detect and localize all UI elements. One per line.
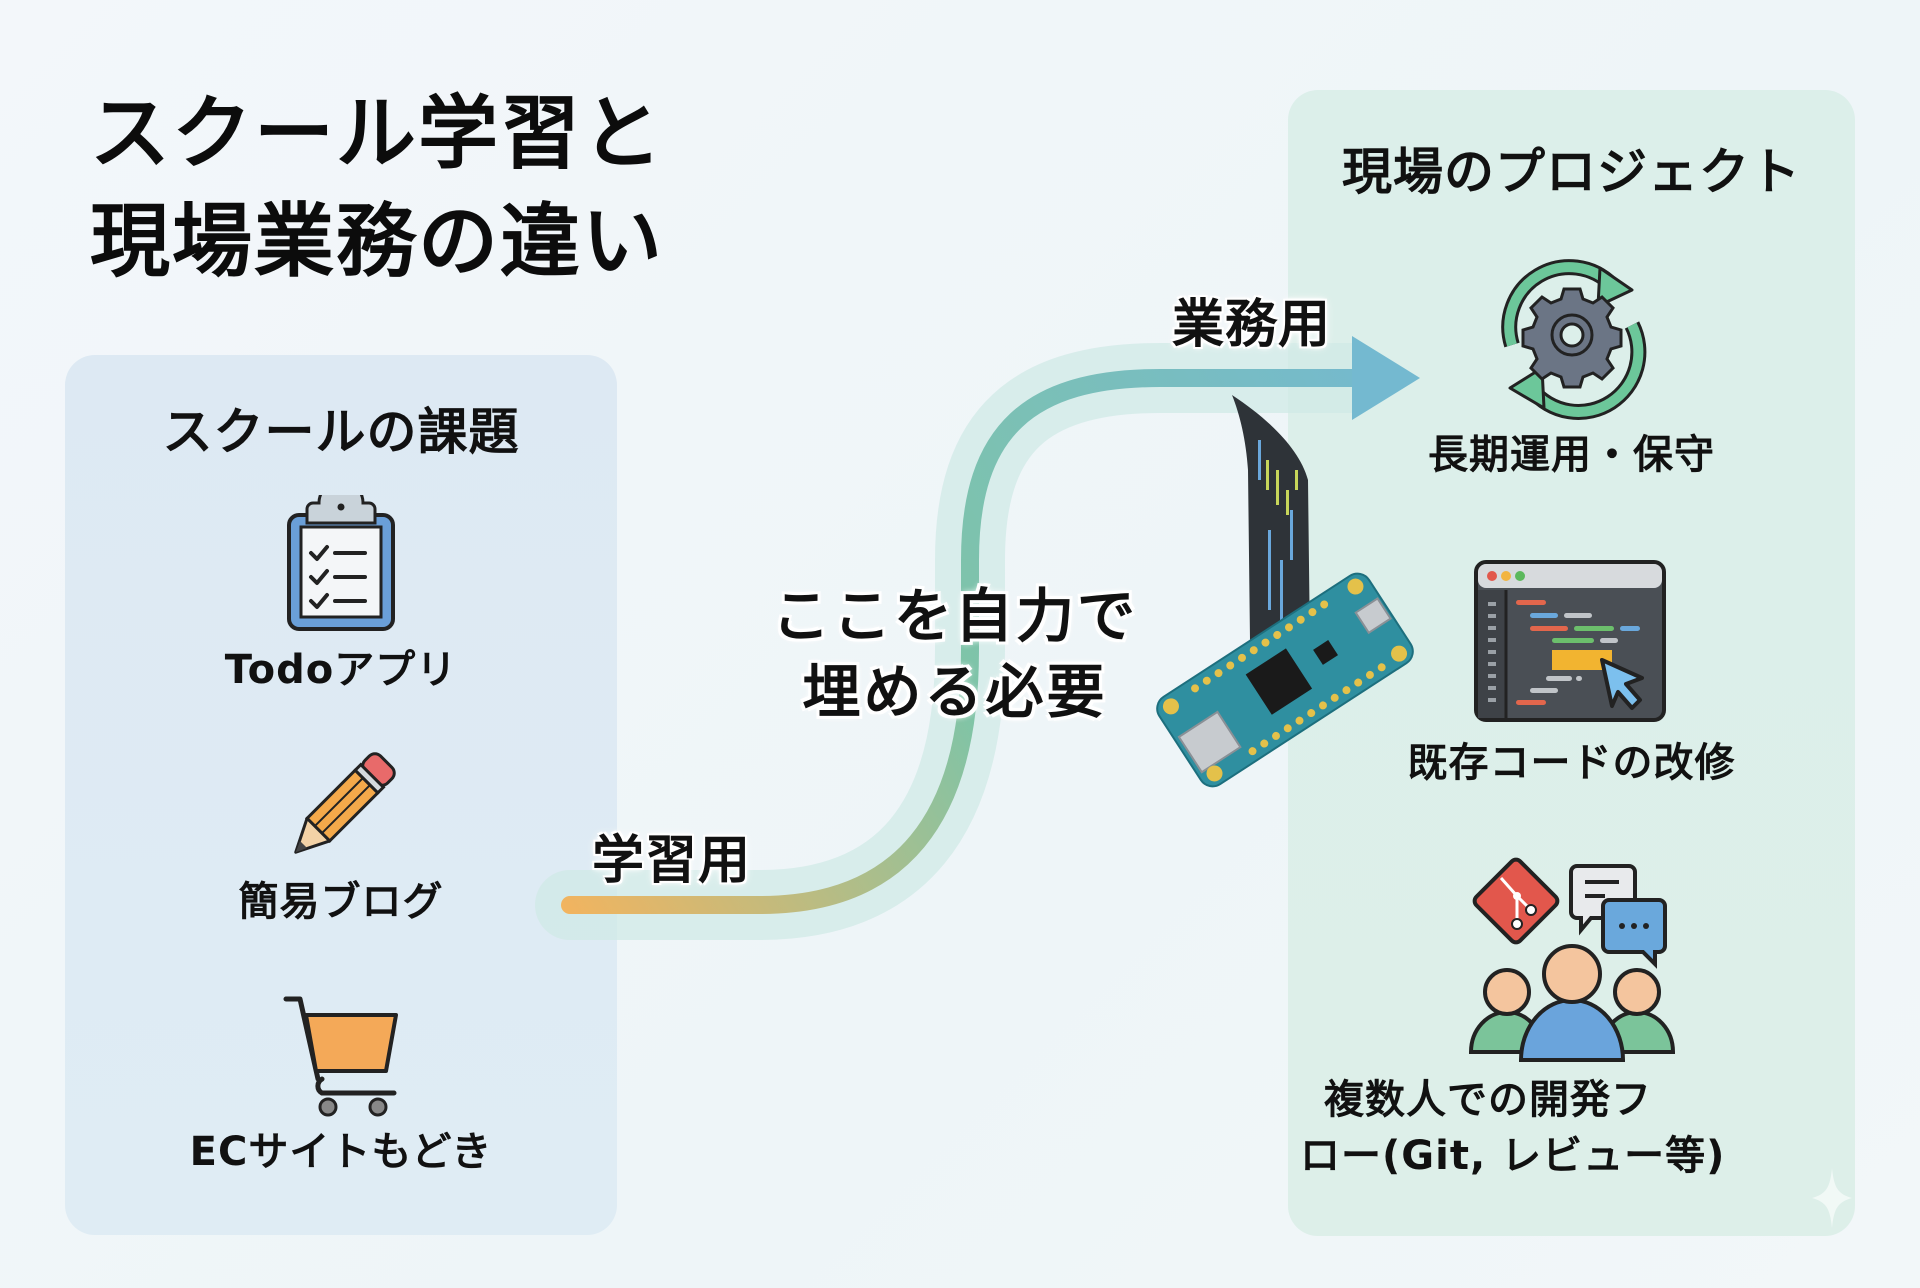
learning-use-label: 学習用 bbox=[592, 831, 752, 891]
school-item-label: 簡易ブログ bbox=[238, 879, 444, 925]
sparkle-watermark-icon bbox=[1812, 1168, 1852, 1228]
microcontroller-board-illustration bbox=[1156, 395, 1414, 788]
git-logo-icon bbox=[1472, 857, 1559, 945]
shopping-cart-icon bbox=[283, 996, 398, 1117]
school-panel-heading: スクールの課題 bbox=[162, 403, 520, 461]
workplace-panel-heading: 現場のプロジェクト bbox=[1342, 143, 1801, 201]
gear-cycle-icon bbox=[1500, 259, 1646, 420]
team-people-icon bbox=[1468, 944, 1675, 1062]
school-item-label: Todoアプリ bbox=[224, 647, 458, 693]
workplace-item-team-flow: 複数人での開発フ ロー(Git, レビュー等) bbox=[1288, 852, 1855, 1184]
gap-callout: ここを自力で 埋める必要 bbox=[770, 578, 1140, 730]
gap-callout-line-2: 埋める必要 bbox=[802, 658, 1108, 726]
pencil-icon bbox=[294, 752, 396, 854]
school-item-ec: ECサイトもどき bbox=[65, 987, 617, 1177]
school-item-blog: 簡易ブログ bbox=[65, 747, 617, 927]
school-item-todo: Todoアプリ bbox=[65, 495, 617, 695]
chat-bubbles-icon bbox=[1568, 864, 1667, 969]
workplace-item-label: 長期運用・保守 bbox=[1428, 432, 1715, 478]
gap-callout-line-1: ここを自力で bbox=[771, 582, 1138, 650]
workplace-item-label-line-2: ロー(Git, レビュー等) bbox=[1300, 1133, 1726, 1179]
workplace-item-label: 既存コードの改修 bbox=[1407, 740, 1736, 786]
page-title: スクール学習と 現場業務の違い bbox=[90, 80, 664, 296]
workplace-item-label-line-1: 複数人での開発フ bbox=[1324, 1077, 1652, 1123]
workplace-item-maintenance: 長期運用・保守 bbox=[1288, 250, 1855, 480]
workplace-item-label: 複数人での開発フ ロー(Git, レビュー等) bbox=[1288, 1072, 1855, 1184]
arrow-line bbox=[561, 369, 1369, 914]
title-line-2: 現場業務の違い bbox=[90, 195, 664, 288]
code-editor-cursor-icon bbox=[1473, 560, 1666, 722]
team-git-review-icon bbox=[1468, 857, 1675, 1062]
school-assignments-panel: スクールの課題 Todoアプリ bbox=[65, 355, 617, 1235]
clipboard-checklist-icon bbox=[287, 495, 395, 631]
title-line-1: スクール学習と bbox=[90, 87, 664, 180]
workplace-projects-panel: 現場のプロジェクト 長期運用・保守 bbox=[1288, 90, 1855, 1236]
business-use-label: 業務用 bbox=[1172, 295, 1332, 355]
code-strip bbox=[1232, 395, 1310, 650]
arrowhead bbox=[1352, 336, 1420, 420]
school-item-label: ECサイトもどき bbox=[189, 1129, 493, 1175]
workplace-item-legacy-code: 既存コードの改修 bbox=[1288, 558, 1855, 788]
